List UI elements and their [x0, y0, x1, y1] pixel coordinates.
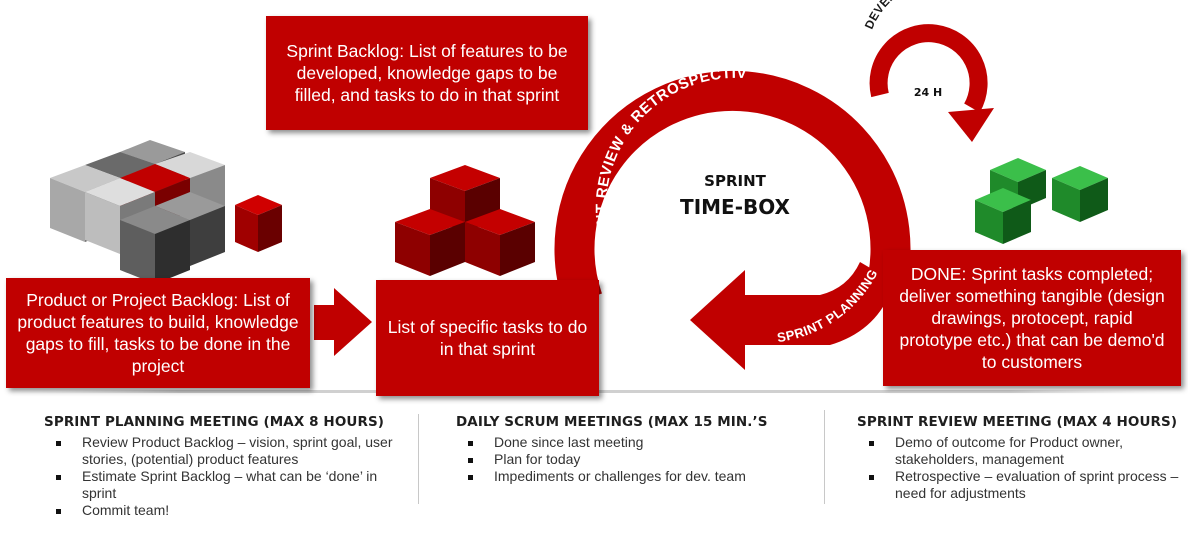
- meeting-review: SPRINT REVIEW MEETING (MAX 4 HOURS) Demo…: [857, 414, 1182, 502]
- sprint-backlog-box: Sprint Backlog: List of features to be d…: [266, 16, 588, 130]
- hours-label: 24 H: [914, 86, 942, 99]
- meeting-list: Demo of outcome for Product owner, stake…: [857, 434, 1182, 502]
- meeting-title: SPRINT PLANNING MEETING (MAX 8 HOURS): [44, 414, 385, 430]
- sprint-backlog-text: Sprint Backlog: List of features to be d…: [286, 41, 568, 105]
- specific-tasks-box: List of specific tasks to do in that spr…: [376, 280, 599, 396]
- done-text: DONE: Sprint tasks completed; deliver so…: [899, 264, 1165, 372]
- bullet-icon: [869, 441, 874, 446]
- list-item: Retrospective – evaluation of sprint pro…: [857, 468, 1182, 502]
- bullet-icon: [468, 458, 473, 463]
- bullet-icon: [468, 441, 473, 446]
- grey-cube-grid: [50, 140, 282, 284]
- meeting-daily: DAILY SCRUM MEETINGS (MAX 15 MIN.’S Done…: [456, 414, 824, 485]
- done-box: DONE: Sprint tasks completed; deliver so…: [883, 250, 1181, 386]
- bullet-icon: [869, 475, 874, 480]
- meeting-title: DAILY SCRUM MEETINGS (MAX 15 MIN.’S: [456, 414, 768, 430]
- bullet-icon: [468, 475, 473, 480]
- meeting-list: Done since last meeting Plan for today I…: [456, 434, 824, 485]
- green-cubes: [975, 158, 1108, 244]
- meeting-planning: SPRINT PLANNING MEETING (MAX 8 HOURS) Re…: [44, 414, 414, 519]
- list-item: Impediments or challenges for dev. team: [456, 468, 824, 485]
- sprint-cycle-arrow: [554, 70, 911, 370]
- product-backlog-box: Product or Project Backlog: List of prod…: [6, 278, 310, 388]
- list-item: Demo of outcome for Product owner, stake…: [857, 434, 1182, 468]
- list-item: Plan for today: [456, 451, 824, 468]
- bullet-icon: [56, 441, 61, 446]
- product-backlog-text: Product or Project Backlog: List of prod…: [17, 290, 299, 376]
- daily-loop-arrow: [869, 24, 994, 142]
- specific-tasks-text: List of specific tasks to do in that spr…: [387, 317, 588, 359]
- list-item: Commit team!: [44, 502, 414, 519]
- red-cube-pyramid: [395, 165, 535, 276]
- bullet-icon: [56, 475, 61, 480]
- flow-arrow: [314, 288, 372, 356]
- list-item: Done since last meeting: [456, 434, 824, 451]
- list-item: Review Product Backlog – vision, sprint …: [44, 434, 414, 468]
- center-sprint: SPRINT: [704, 172, 766, 190]
- bullet-icon: [56, 509, 61, 514]
- meeting-list: Review Product Backlog – vision, sprint …: [44, 434, 414, 519]
- list-item: Estimate Sprint Backlog – what can be ‘d…: [44, 468, 414, 502]
- center-timebox: TIME-BOX: [680, 195, 790, 219]
- separator: [418, 414, 419, 504]
- separator: [824, 410, 825, 504]
- meeting-title: SPRINT REVIEW MEETING (MAX 4 HOURS): [857, 414, 1178, 430]
